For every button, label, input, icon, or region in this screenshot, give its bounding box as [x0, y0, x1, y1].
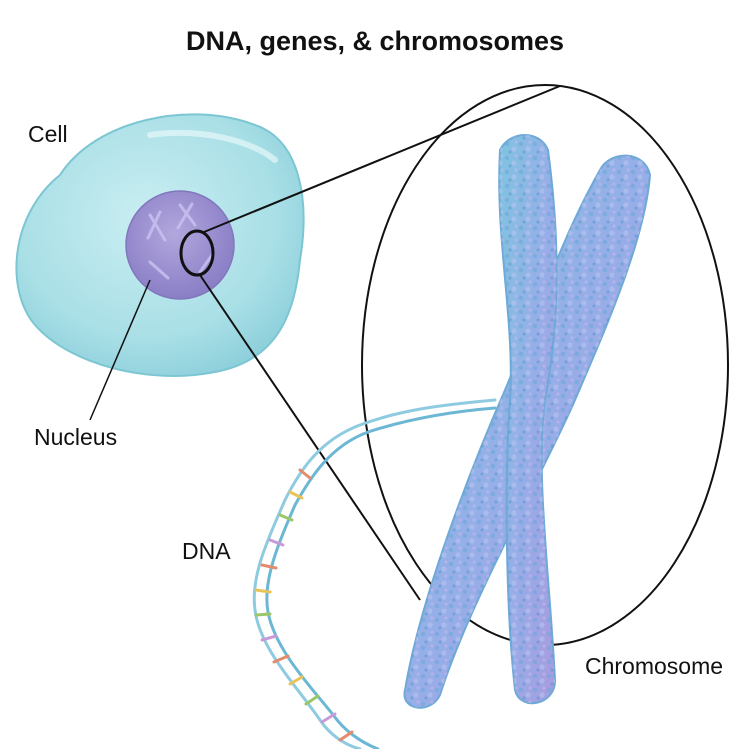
- nucleus-chromosomes: [146, 202, 214, 280]
- dna-label: DNA: [182, 538, 231, 564]
- zoom-marker: [179, 229, 215, 277]
- chromosome: [403, 134, 652, 709]
- zoom-line-top: [203, 85, 561, 233]
- nucleus-label: Nucleus: [34, 424, 118, 450]
- cell-highlight: [147, 130, 278, 163]
- dna-helix: [252, 398, 497, 751]
- cell-label: Cell: [28, 121, 68, 147]
- nucleus-leader-line: [89, 279, 151, 421]
- chromosome-label: Chromosome: [585, 653, 724, 679]
- zoom-line-bottom: [199, 274, 421, 601]
- diagram-title: DNA, genes, & chromosomes: [185, 26, 565, 56]
